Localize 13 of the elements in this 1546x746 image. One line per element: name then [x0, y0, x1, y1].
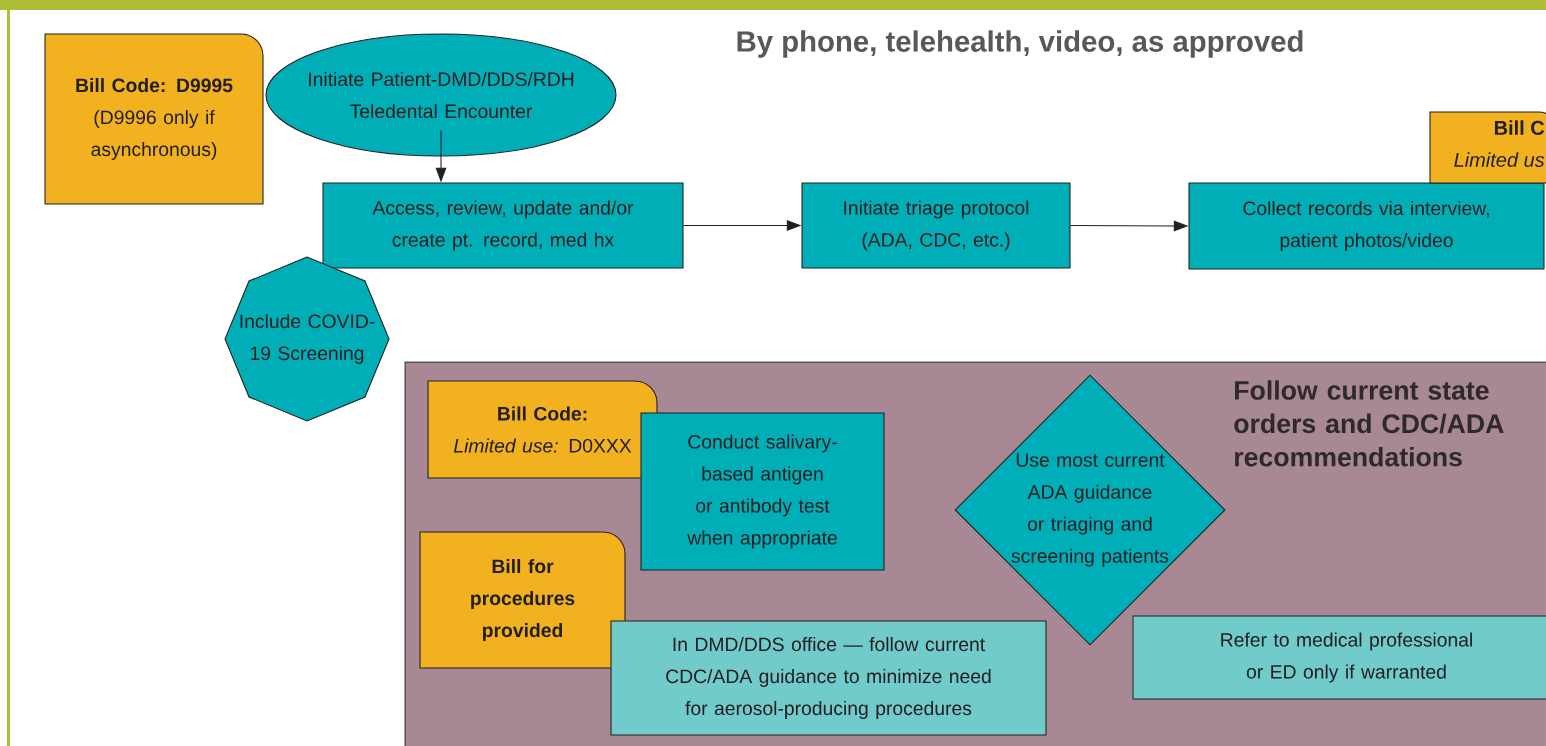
bill-code-box: Bill Code: D9995 (D9996 only if asynchronous) [44, 33, 264, 205]
bill-code-box: Bill Code: Limited use: D0XXX [427, 380, 658, 479]
process-box: Access, review, update and/or create pt. record, med hx [322, 182, 684, 269]
process-box: Conduct salivary-based antigen or antibody test when appropriate [640, 412, 885, 571]
stop-octagon: Include COVID-19 Screening [224, 256, 390, 422]
bill-box: Bill for procedures provided [419, 531, 626, 669]
title: By phone, telehealth, video, as approved [737, 30, 1303, 58]
process-box: Collect records via interview, patient photos/video [1188, 182, 1545, 270]
bill-code-box: Bill C Limited us [1429, 111, 1546, 184]
panel-heading: Follow current state orders and CDC/ADA recommendations [1234, 380, 1504, 467]
note-box: Refer to medical professional or ED only if warranted [1132, 615, 1546, 700]
note-box: In DMD/DDS office — follow current CDC/ADA guidance to minimize need for aerosol-producing procedures [610, 620, 1047, 736]
process-box: Initiate triage protocol (ADA, CDC, etc.) [801, 182, 1071, 269]
